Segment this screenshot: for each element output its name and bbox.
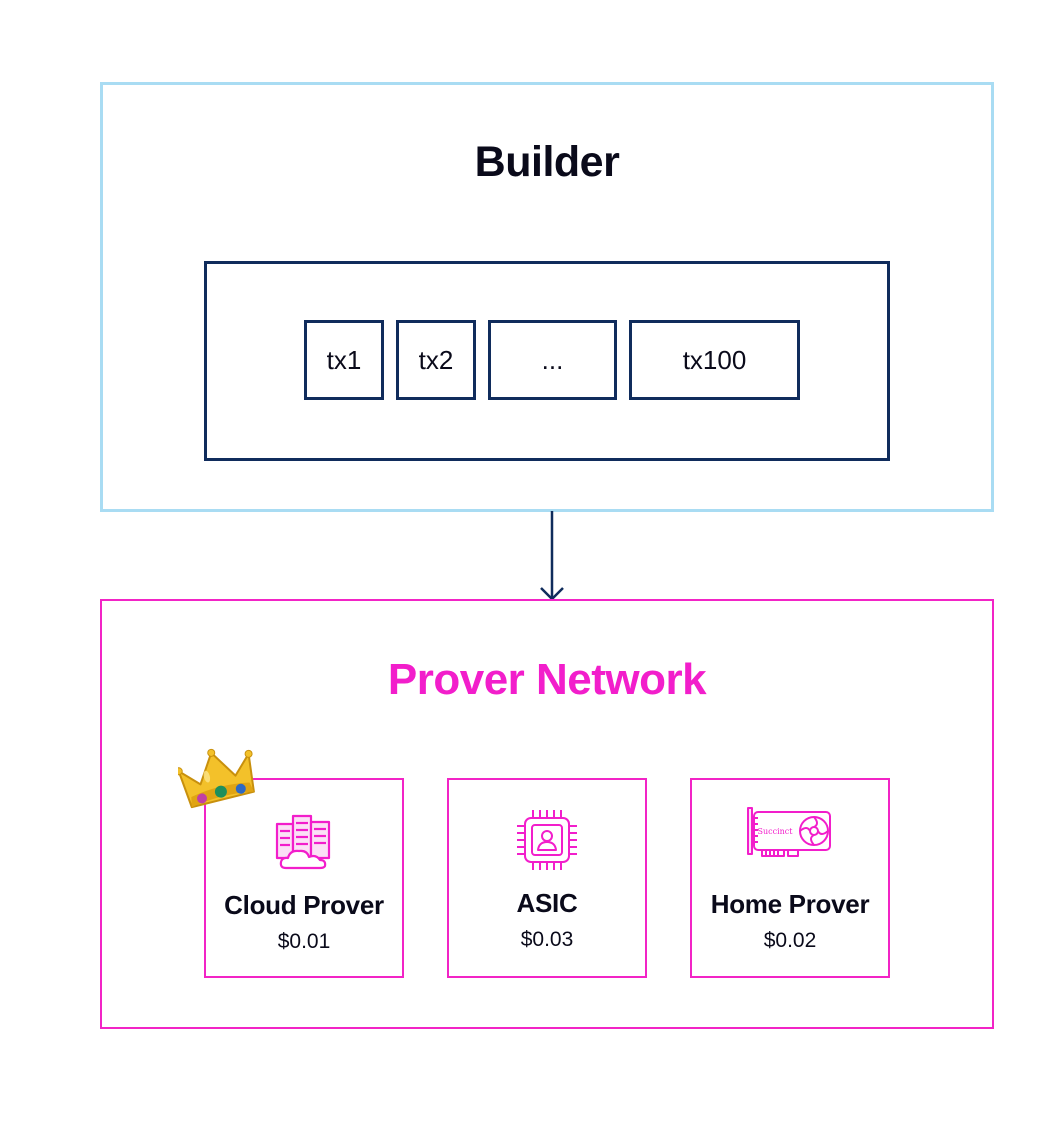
down-arrow-icon [540,511,564,601]
prover-name: Cloud Prover [224,890,384,920]
tx-block-1: tx1 [304,320,384,400]
prover-price: $0.01 [277,930,331,953]
prover-price: $0.02 [763,929,817,952]
chip-icon [449,808,645,872]
transaction-batch [204,261,890,461]
tx-block-ellipsis: ... [488,320,617,400]
prover-network-container [100,599,994,1029]
prover-network-title: Prover Network [387,655,707,704]
prover-name: ASIC [516,888,578,918]
tx-block-2: tx2 [396,320,476,400]
gpu-brand-text: Succinct [758,827,794,836]
prover-price: $0.03 [520,928,574,951]
cloud-server-icon [206,812,402,872]
crown-icon [178,748,255,809]
builder-container [100,82,994,512]
prover-card-asic: ASIC $0.03 [447,778,647,978]
tx-block-100: tx100 [629,320,800,400]
gpu-card-icon: Succinct [692,806,888,864]
prover-card-home: Succinct Home Prover $0.02 [690,778,890,978]
prover-card-cloud: Cloud Prover $0.01 [204,778,404,978]
builder-title: Builder [474,138,620,186]
prover-name: Home Prover [710,889,870,919]
